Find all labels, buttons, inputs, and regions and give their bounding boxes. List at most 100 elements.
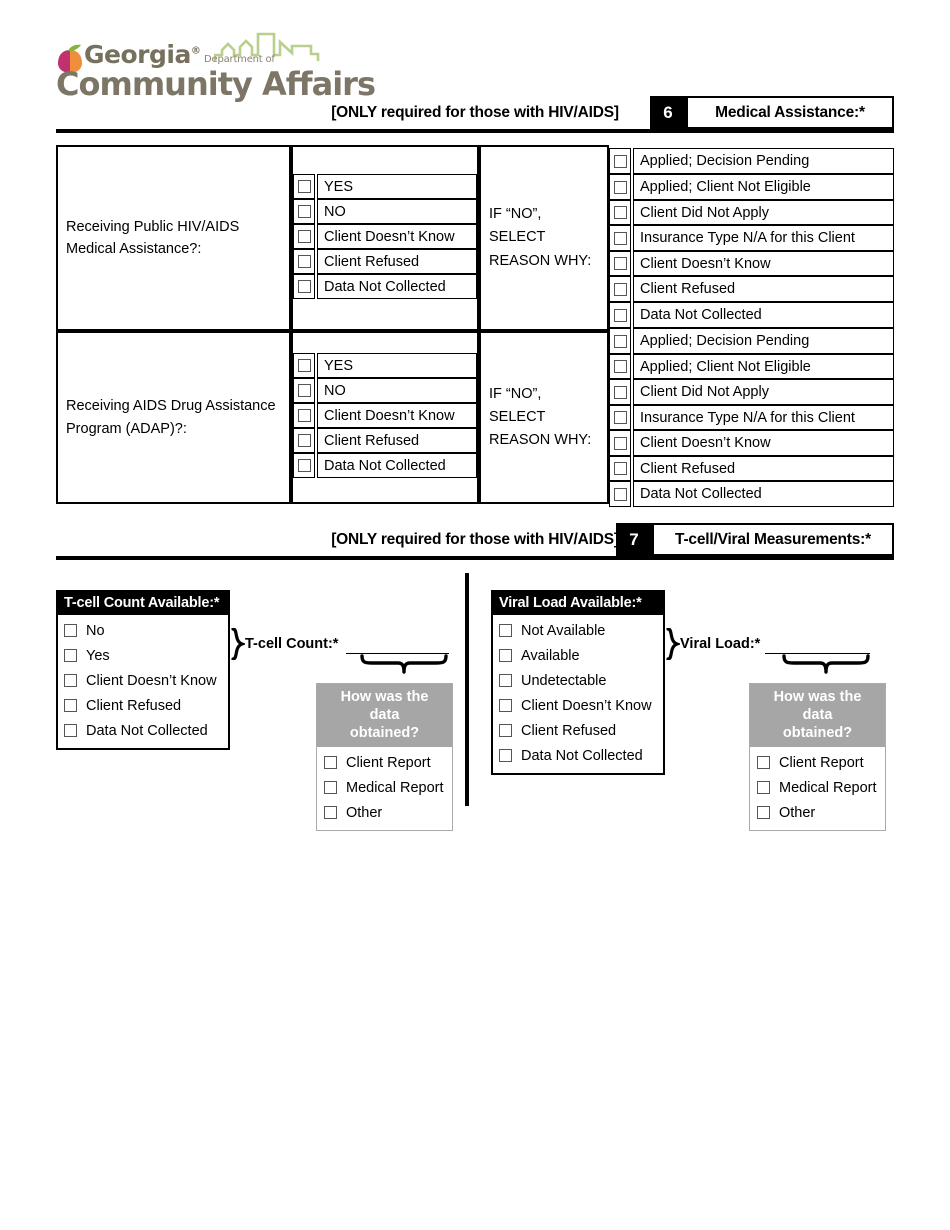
reason-row-insurance-na-2[interactable]: Insurance Type N/A for this Client [609, 405, 894, 430]
option-label[interactable]: YES [317, 353, 477, 378]
option-row-yes-1[interactable]: YES [293, 174, 477, 199]
reason-row-did-not-apply-1[interactable]: Client Did Not Apply [609, 200, 894, 225]
checkbox-icon[interactable] [499, 674, 512, 687]
reason-label[interactable]: Insurance Type N/A for this Client [633, 225, 894, 251]
tcell-how-option-medical-report[interactable]: Medical Report [324, 775, 445, 800]
checkbox-cell[interactable] [609, 379, 631, 405]
reason-label[interactable]: Client Doesn’t Know [633, 251, 894, 276]
checkbox-icon[interactable] [297, 230, 311, 243]
option-label[interactable]: Client Refused [317, 428, 477, 453]
reason-label[interactable]: Data Not Collected [633, 481, 894, 507]
checkbox-cell[interactable] [293, 453, 315, 478]
checkbox-icon[interactable] [613, 308, 627, 322]
checkbox-cell[interactable] [293, 224, 315, 249]
checkbox-icon[interactable] [757, 781, 770, 795]
option-row-refused-1[interactable]: Client Refused [293, 249, 477, 274]
checkbox-cell[interactable] [609, 430, 631, 456]
checkbox-icon[interactable] [499, 699, 512, 712]
reason-label[interactable]: Applied; Decision Pending [633, 148, 894, 174]
option-row-refused-2[interactable]: Client Refused [293, 428, 477, 453]
option-row-doesnt-know-2[interactable]: Client Doesn’t Know [293, 403, 477, 428]
viral-option-not-available[interactable]: Not Available [499, 618, 657, 643]
viral-option-doesnt-know[interactable]: Client Doesn’t Know [499, 693, 657, 718]
checkbox-cell[interactable] [609, 225, 631, 251]
reason-label[interactable]: Client Refused [633, 456, 894, 481]
checkbox-icon[interactable] [64, 624, 77, 637]
reason-row-did-not-apply-2[interactable]: Client Did Not Apply [609, 379, 894, 405]
reason-label[interactable]: Client Did Not Apply [633, 379, 894, 405]
tcell-option-refused[interactable]: Client Refused [64, 693, 222, 718]
checkbox-icon[interactable] [297, 205, 311, 218]
checkbox-icon[interactable] [613, 385, 627, 399]
checkbox-icon[interactable] [613, 487, 627, 501]
checkbox-icon[interactable] [297, 384, 311, 397]
checkbox-cell[interactable] [293, 174, 315, 199]
option-label[interactable]: YES [317, 174, 477, 199]
checkbox-icon[interactable] [297, 255, 311, 268]
viral-how-option-client-report[interactable]: Client Report [757, 750, 878, 775]
reason-label[interactable]: Client Did Not Apply [633, 200, 894, 225]
checkbox-icon[interactable] [613, 180, 627, 194]
checkbox-icon[interactable] [324, 781, 337, 795]
option-label[interactable]: Data Not Collected [317, 453, 477, 478]
checkbox-icon[interactable] [297, 434, 311, 447]
checkbox-icon[interactable] [499, 724, 512, 737]
checkbox-icon[interactable] [613, 462, 627, 475]
reason-row-refused-2[interactable]: Client Refused [609, 456, 894, 481]
tcell-option-doesnt-know[interactable]: Client Doesn’t Know [64, 668, 222, 693]
checkbox-cell[interactable] [609, 354, 631, 379]
checkbox-icon[interactable] [499, 624, 512, 637]
viral-option-undetectable[interactable]: Undetectable [499, 668, 657, 693]
checkbox-icon[interactable] [613, 206, 627, 219]
checkbox-icon[interactable] [297, 359, 311, 372]
checkbox-icon[interactable] [297, 459, 311, 472]
viral-option-not-collected[interactable]: Data Not Collected [499, 743, 657, 768]
reason-label[interactable]: Client Refused [633, 276, 894, 302]
viral-how-option-other[interactable]: Other [757, 800, 878, 825]
checkbox-cell[interactable] [609, 200, 631, 225]
checkbox-icon[interactable] [613, 231, 627, 245]
checkbox-icon[interactable] [613, 411, 627, 424]
reason-label[interactable]: Data Not Collected [633, 302, 894, 328]
checkbox-icon[interactable] [613, 436, 627, 450]
option-row-no-1[interactable]: NO [293, 199, 477, 224]
reason-row-applied-pending-1[interactable]: Applied; Decision Pending [609, 148, 894, 174]
checkbox-icon[interactable] [613, 334, 627, 348]
checkbox-icon[interactable] [324, 806, 337, 820]
viral-option-refused[interactable]: Client Refused [499, 718, 657, 743]
viral-load-input[interactable] [765, 653, 870, 654]
checkbox-icon[interactable] [64, 699, 77, 712]
reason-label[interactable]: Applied; Decision Pending [633, 328, 894, 354]
checkbox-cell[interactable] [609, 456, 631, 481]
reason-label[interactable]: Applied; Client Not Eligible [633, 354, 894, 379]
checkbox-cell[interactable] [293, 353, 315, 378]
checkbox-icon[interactable] [613, 154, 627, 168]
checkbox-cell[interactable] [293, 378, 315, 403]
reason-label[interactable]: Applied; Client Not Eligible [633, 174, 894, 200]
checkbox-cell[interactable] [609, 251, 631, 276]
option-row-doesnt-know-1[interactable]: Client Doesn’t Know [293, 224, 477, 249]
tcell-how-option-other[interactable]: Other [324, 800, 445, 825]
viral-option-available[interactable]: Available [499, 643, 657, 668]
checkbox-icon[interactable] [297, 409, 311, 422]
option-row-yes-2[interactable]: YES [293, 353, 477, 378]
reason-row-refused-1[interactable]: Client Refused [609, 276, 894, 302]
checkbox-icon[interactable] [297, 180, 311, 193]
checkbox-cell[interactable] [609, 405, 631, 430]
checkbox-cell[interactable] [293, 403, 315, 428]
reason-row-not-collected-1[interactable]: Data Not Collected [609, 302, 894, 328]
checkbox-cell[interactable] [609, 328, 631, 354]
option-row-not-collected-1[interactable]: Data Not Collected [293, 274, 477, 299]
option-row-no-2[interactable]: NO [293, 378, 477, 403]
checkbox-icon[interactable] [613, 360, 627, 373]
option-label[interactable]: Client Doesn’t Know [317, 224, 477, 249]
checkbox-icon[interactable] [297, 280, 311, 293]
reason-row-applied-not-eligible-1[interactable]: Applied; Client Not Eligible [609, 174, 894, 200]
checkbox-icon[interactable] [64, 649, 77, 662]
option-label[interactable]: Client Refused [317, 249, 477, 274]
checkbox-cell[interactable] [293, 199, 315, 224]
checkbox-icon[interactable] [324, 756, 337, 770]
checkbox-icon[interactable] [499, 749, 512, 762]
reason-row-insurance-na-1[interactable]: Insurance Type N/A for this Client [609, 225, 894, 251]
reason-row-doesnt-know-2[interactable]: Client Doesn’t Know [609, 430, 894, 456]
